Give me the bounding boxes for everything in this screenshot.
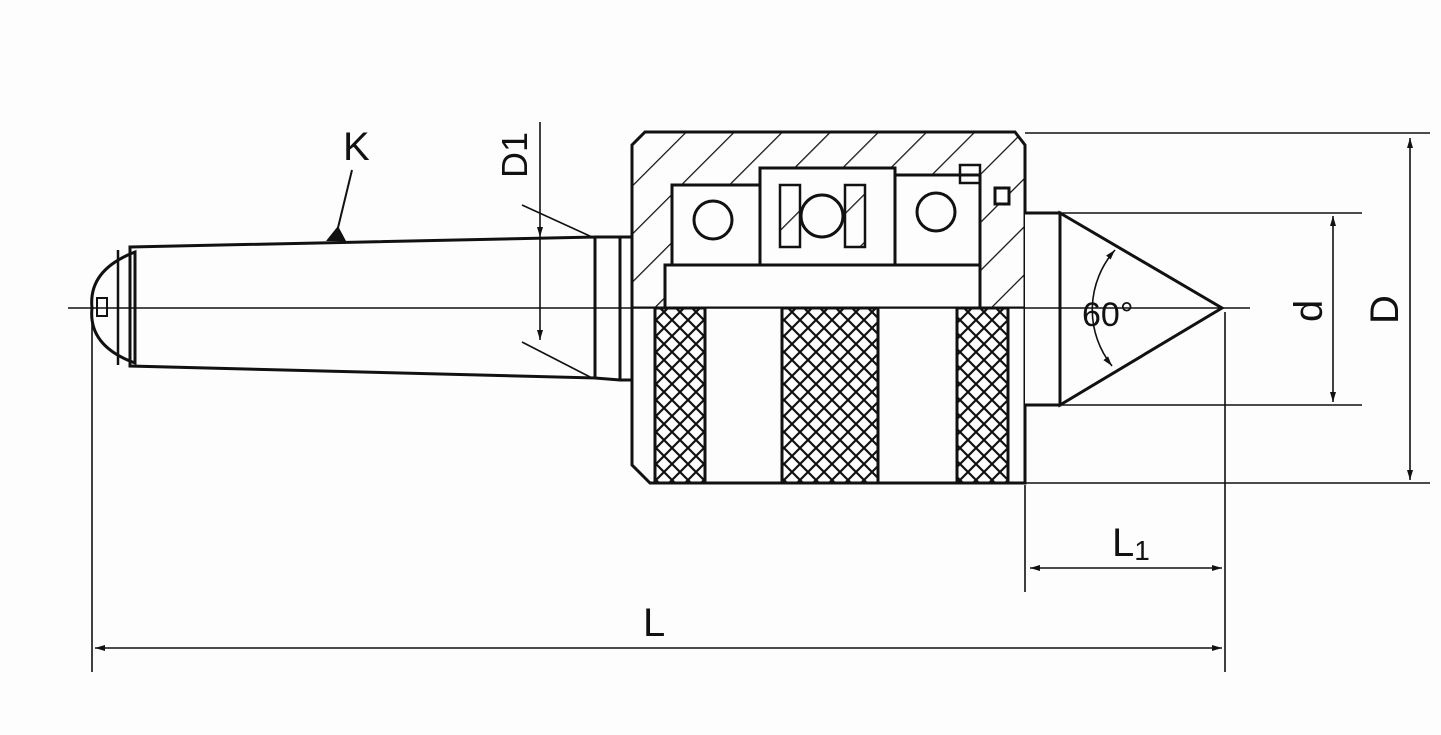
dimension-lines xyxy=(91,122,1430,672)
ball-bearing-1 xyxy=(692,199,734,241)
knurl-band-1 xyxy=(653,306,707,485)
label-d: d xyxy=(1287,300,1331,322)
label-D1: D1 xyxy=(494,132,535,178)
shank xyxy=(90,235,632,382)
ball-bearing-2 xyxy=(799,193,845,239)
knurl-band-3 xyxy=(955,306,1010,485)
knurl-band-2 xyxy=(780,306,880,485)
taper-marker-icon xyxy=(326,226,346,241)
body-lower xyxy=(630,306,1027,485)
label-D: D xyxy=(1363,295,1407,324)
label-K: K xyxy=(343,125,370,169)
label-L1: L1 xyxy=(1112,521,1150,566)
body-section xyxy=(630,130,1027,310)
ball-bearing-3 xyxy=(915,191,957,233)
label-L: L xyxy=(643,601,665,645)
angle-arc xyxy=(1091,249,1116,367)
label-angle: 60° xyxy=(1082,296,1133,334)
center-point xyxy=(1025,210,1225,408)
